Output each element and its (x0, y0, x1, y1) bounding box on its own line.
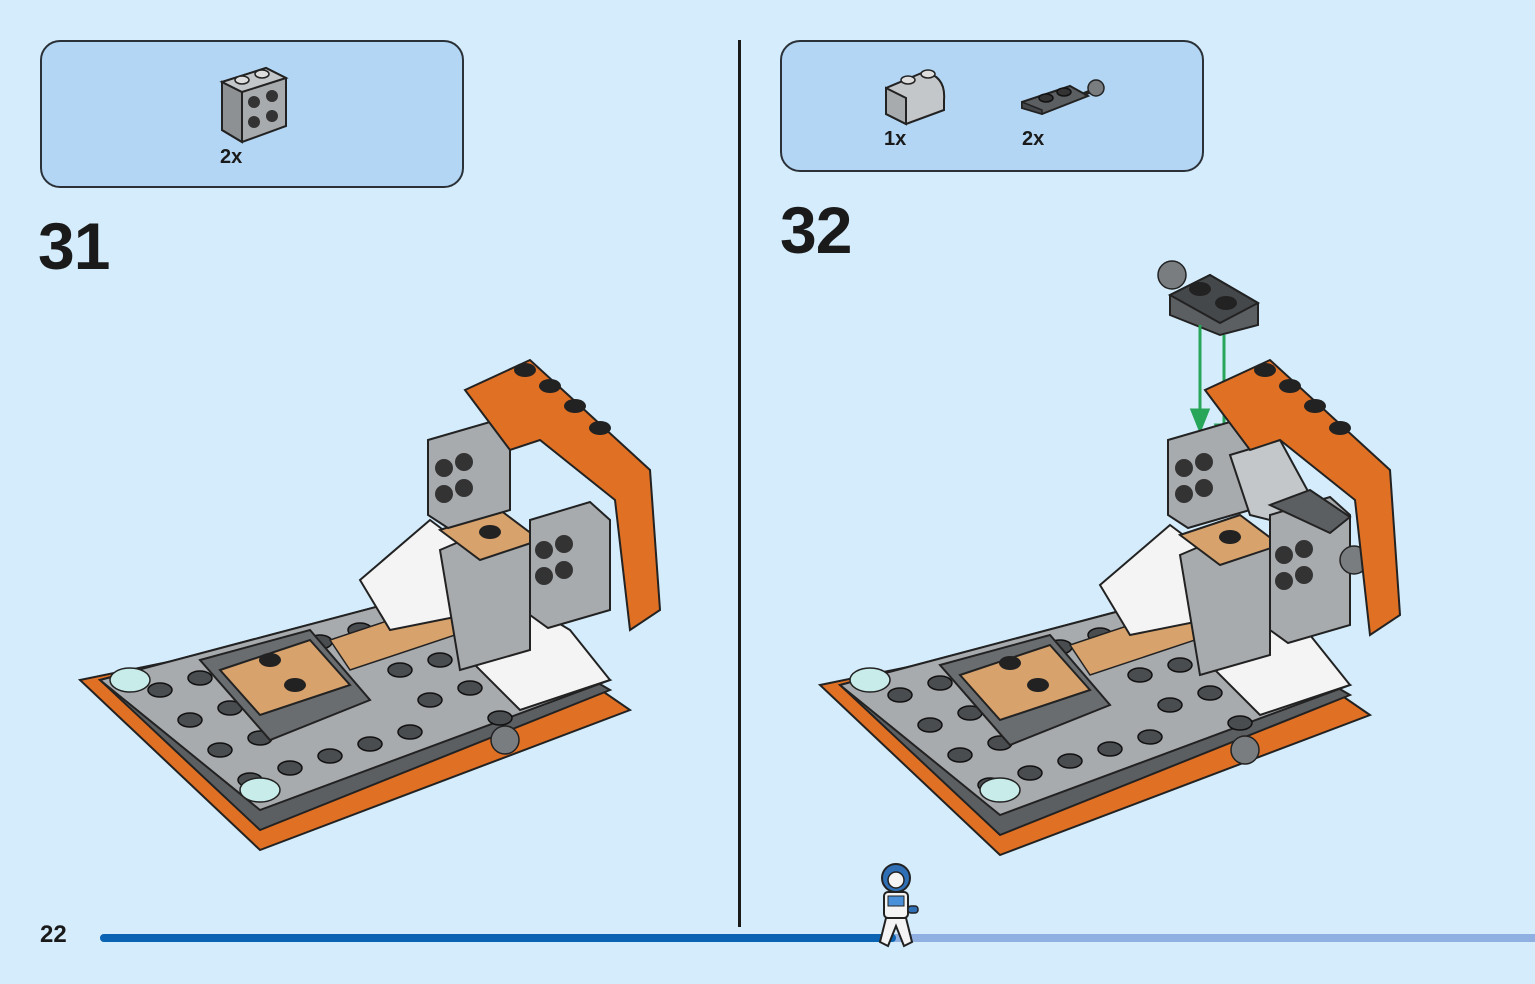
build-illustration-step-32 (817, 260, 1402, 857)
step-divider (738, 40, 741, 927)
part-quantity: 2x (220, 146, 243, 168)
step-number-32: 32 (780, 193, 852, 267)
brick-with-side-studs-icon (219, 66, 289, 144)
part-quantity: 1x (884, 128, 907, 150)
parts-list-step-32: 1x 2x (780, 40, 1204, 172)
curved-slope-brick-icon (885, 69, 946, 126)
progress-bar-fill (100, 934, 897, 942)
build-illustration-step-31 (77, 358, 662, 852)
plate-with-ball-joint-icon (1021, 79, 1105, 116)
part-quantity: 2x (1022, 128, 1045, 150)
parts-list-step-31: 2x (40, 40, 464, 188)
step-number-31: 31 (38, 209, 110, 283)
progress-bar (100, 934, 1535, 942)
page-number: 22 (40, 921, 67, 948)
incoming-part-plate-with-ball (1157, 260, 1261, 337)
astronaut-minifigure-icon (879, 863, 920, 948)
